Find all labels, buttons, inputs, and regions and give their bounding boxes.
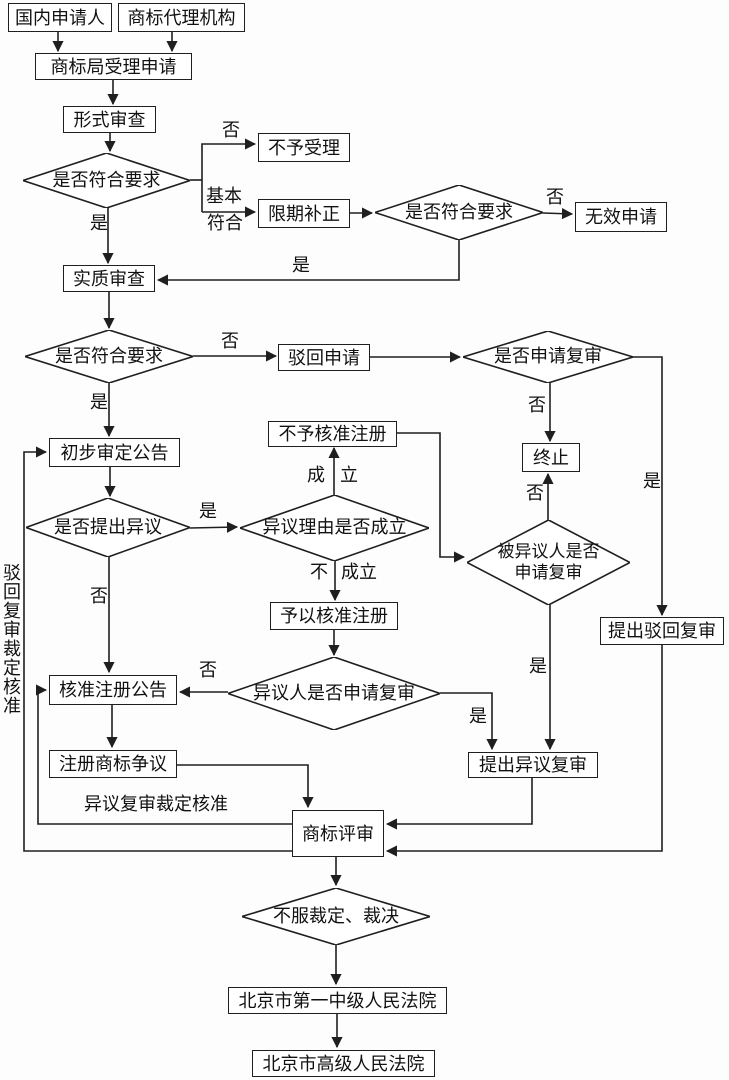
node-not-accepted: 不予受理 bbox=[258, 133, 350, 162]
label-basically-line1: 基本 bbox=[206, 186, 242, 206]
decision-formal-ok-label: 是否符合要求 bbox=[52, 169, 161, 190]
decision-opposed-party-review: 被异议人是否 申请复审 bbox=[467, 520, 630, 605]
decision-formal-ok: 是否符合要求 bbox=[23, 153, 190, 208]
decision-opposition-grounds-label: 异议理由是否成立 bbox=[262, 517, 407, 538]
label-yes-apply-review: 是 bbox=[643, 471, 661, 491]
label-objection-review-ruling-approved: 异议复审裁定核准 bbox=[84, 794, 228, 814]
node-domestic-applicant: 国内申请人 bbox=[8, 3, 112, 32]
node-preliminary-publication: 初步审定公告 bbox=[49, 438, 180, 467]
label-yes-correction: 是 bbox=[292, 255, 310, 275]
node-reject-application: 驳回申请 bbox=[278, 344, 370, 371]
node-formal-examination: 形式审查 bbox=[63, 106, 156, 133]
node-invalid-application: 无效申请 bbox=[575, 202, 667, 232]
node-registered-trademark-dispute: 注册商标争议 bbox=[49, 750, 177, 778]
decision-dissatisfied-label: 不服裁定、裁决 bbox=[273, 905, 399, 926]
label-no-substantive: 否 bbox=[221, 331, 239, 351]
decision-opposition-raised-label: 是否提出异议 bbox=[54, 516, 162, 537]
label-yes-opposed-party: 是 bbox=[529, 656, 547, 676]
node-terminate: 终止 bbox=[522, 443, 580, 472]
decision-opponent-review: 异议人是否申请复审 bbox=[228, 657, 440, 730]
node-substantive-examination: 实质审查 bbox=[63, 265, 155, 292]
decision-apply-review: 是否申请复审 bbox=[463, 331, 633, 383]
node-registration-publication: 核准注册公告 bbox=[49, 675, 177, 705]
decision-opposition-grounds: 异议理由是否成立 bbox=[240, 495, 429, 561]
label-no-apply-review: 否 bbox=[528, 395, 546, 415]
decision-correction-ok: 是否符合要求 bbox=[375, 185, 543, 240]
label-yes-opposition: 是 bbox=[199, 501, 217, 521]
node-trademark-agency: 商标代理机构 bbox=[118, 3, 245, 32]
label-basically-line2: 符合 bbox=[207, 213, 243, 233]
node-registration-not-approved: 不予核准注册 bbox=[268, 421, 397, 447]
label-no-correction: 否 bbox=[546, 187, 564, 207]
decision-substantive-ok-label: 是否符合要求 bbox=[55, 345, 163, 366]
decision-opposition-raised: 是否提出异议 bbox=[26, 498, 190, 557]
label-established-left: 成 bbox=[307, 465, 325, 485]
node-high-court: 北京市高级人民法院 bbox=[252, 1050, 435, 1077]
label-not-established-right: 成立 bbox=[341, 562, 377, 582]
label-rejection-review-ruling-approved: 驳回复审裁定核准 bbox=[1, 563, 21, 715]
label-established-right: 立 bbox=[340, 465, 358, 485]
label-not-established-left: 不 bbox=[310, 562, 328, 582]
decision-dissatisfied: 不服裁定、裁决 bbox=[242, 888, 430, 945]
label-no-formal: 否 bbox=[222, 120, 240, 140]
decision-opposed-party-review-label: 被异议人是否 申请复审 bbox=[497, 542, 600, 582]
decision-substantive-ok: 是否符合要求 bbox=[25, 330, 193, 383]
label-no-opposition: 否 bbox=[90, 586, 108, 606]
node-trademark-review: 商标评审 bbox=[292, 810, 384, 857]
node-file-rejection-review: 提出驳回复审 bbox=[600, 617, 724, 645]
label-yes-substantive: 是 bbox=[90, 392, 108, 412]
label-yes-formal: 是 bbox=[90, 213, 108, 233]
node-first-intermediate-court: 北京市第一中级人民法院 bbox=[228, 987, 447, 1014]
decision-opponent-review-label: 异议人是否申请复审 bbox=[253, 682, 415, 703]
node-file-opposition-review: 提出异议复审 bbox=[468, 752, 598, 778]
node-correction-within-time: 限期补正 bbox=[258, 199, 350, 228]
label-no-opposed-party: 否 bbox=[526, 483, 544, 503]
decision-correction-ok-label: 是否符合要求 bbox=[405, 201, 513, 222]
node-office-accepts-application: 商标局受理申请 bbox=[35, 53, 192, 80]
node-registration-approved: 予以核准注册 bbox=[270, 602, 398, 630]
decision-apply-review-label: 是否申请复审 bbox=[494, 346, 602, 367]
label-yes-opponent-review: 是 bbox=[469, 706, 487, 726]
label-no-opponent-review: 否 bbox=[199, 660, 217, 680]
